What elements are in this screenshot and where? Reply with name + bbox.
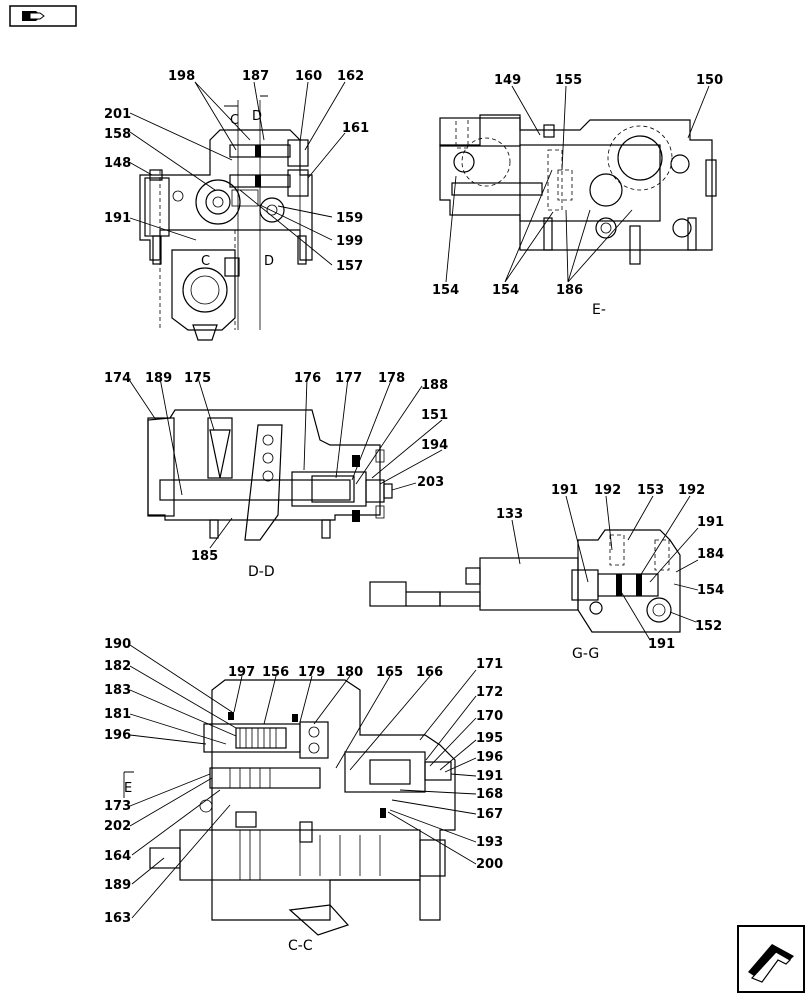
- callout: 165: [376, 665, 403, 680]
- section-letter: E: [124, 781, 132, 796]
- section-letter: C: [201, 254, 210, 269]
- callout: 203: [417, 475, 444, 490]
- callout: 170: [476, 709, 503, 724]
- callout: 159: [336, 211, 363, 226]
- callout: 176: [294, 371, 321, 386]
- callout: 177: [335, 371, 362, 386]
- callout: 191: [551, 483, 578, 498]
- callout: 189: [145, 371, 172, 386]
- callout: 200: [476, 857, 503, 872]
- callout: 196: [104, 728, 131, 743]
- callout: 167: [476, 807, 503, 822]
- callout: 199: [336, 234, 363, 249]
- view-e: 149 155 150 154 154 186 E-: [432, 73, 723, 318]
- view-top-left: C D C D 198 187 160 162 201 158 148 161 …: [104, 69, 369, 341]
- callout: 197: [228, 665, 255, 680]
- callout: 175: [184, 371, 211, 386]
- callout: 162: [337, 69, 364, 84]
- callout: 154: [492, 283, 519, 298]
- callout: 133: [496, 507, 523, 522]
- callout: 152: [695, 619, 722, 634]
- callout: 164: [104, 849, 131, 864]
- callout: 192: [678, 483, 705, 498]
- callout: 191: [697, 515, 724, 530]
- callout: 180: [336, 665, 363, 680]
- callout: 161: [342, 121, 369, 136]
- callout: 191: [476, 769, 503, 784]
- callout: 149: [494, 73, 521, 88]
- callout: 154: [697, 583, 724, 598]
- section-letter: D: [252, 109, 262, 124]
- view-dd: 174 189 175 176 177 178 188 151 194 203 …: [104, 371, 448, 580]
- callout: 193: [476, 835, 503, 850]
- callout: 174: [104, 371, 131, 386]
- section-letter: D: [264, 254, 274, 269]
- callout: 194: [421, 438, 448, 453]
- callout: 166: [416, 665, 443, 680]
- view-label-cc: C-C: [288, 938, 313, 954]
- section-letter: C: [230, 113, 239, 128]
- callout: 185: [191, 549, 218, 564]
- callout: 158: [104, 127, 131, 142]
- callout: 191: [104, 211, 131, 226]
- callout: 179: [298, 665, 325, 680]
- callout: 168: [476, 787, 503, 802]
- book-arrow-icon[interactable]: [9, 5, 77, 27]
- view-cc: E 190 197 156 179 180 165 166 1: [104, 637, 503, 954]
- callout: 181: [104, 707, 131, 722]
- callout: 182: [104, 659, 131, 674]
- view-label-e: E-: [592, 302, 606, 318]
- callout: 189: [104, 878, 131, 893]
- callout: 192: [594, 483, 621, 498]
- callout: 154: [432, 283, 459, 298]
- callout: 202: [104, 819, 131, 834]
- callout: 196: [476, 750, 503, 765]
- callout: 172: [476, 685, 503, 700]
- callout: 191: [648, 637, 675, 652]
- callout: 187: [242, 69, 269, 84]
- callout: 178: [378, 371, 405, 386]
- callout: 148: [104, 156, 131, 171]
- callout: 153: [637, 483, 664, 498]
- callout: 151: [421, 408, 448, 423]
- callout: 186: [556, 283, 583, 298]
- callout: 198: [168, 69, 195, 84]
- callout: 188: [421, 378, 448, 393]
- callout: 157: [336, 259, 363, 274]
- callout: 155: [555, 73, 582, 88]
- callout: 183: [104, 683, 131, 698]
- next-page-arrow-icon[interactable]: [737, 925, 805, 993]
- callout: 201: [104, 107, 131, 122]
- callout: 190: [104, 637, 131, 652]
- view-label-gg: G-G: [572, 646, 599, 662]
- callout: 171: [476, 657, 503, 672]
- callout: 163: [104, 911, 131, 926]
- view-gg: 191 192 153 192 133 191 184 154 152 191 …: [369, 483, 724, 662]
- callout: 156: [262, 665, 289, 680]
- callout: 160: [295, 69, 322, 84]
- view-label-dd: D-D: [248, 564, 275, 580]
- callout: 173: [104, 799, 131, 814]
- callout: 195: [476, 731, 503, 746]
- callout: 150: [696, 73, 723, 88]
- callout: 184: [697, 547, 724, 562]
